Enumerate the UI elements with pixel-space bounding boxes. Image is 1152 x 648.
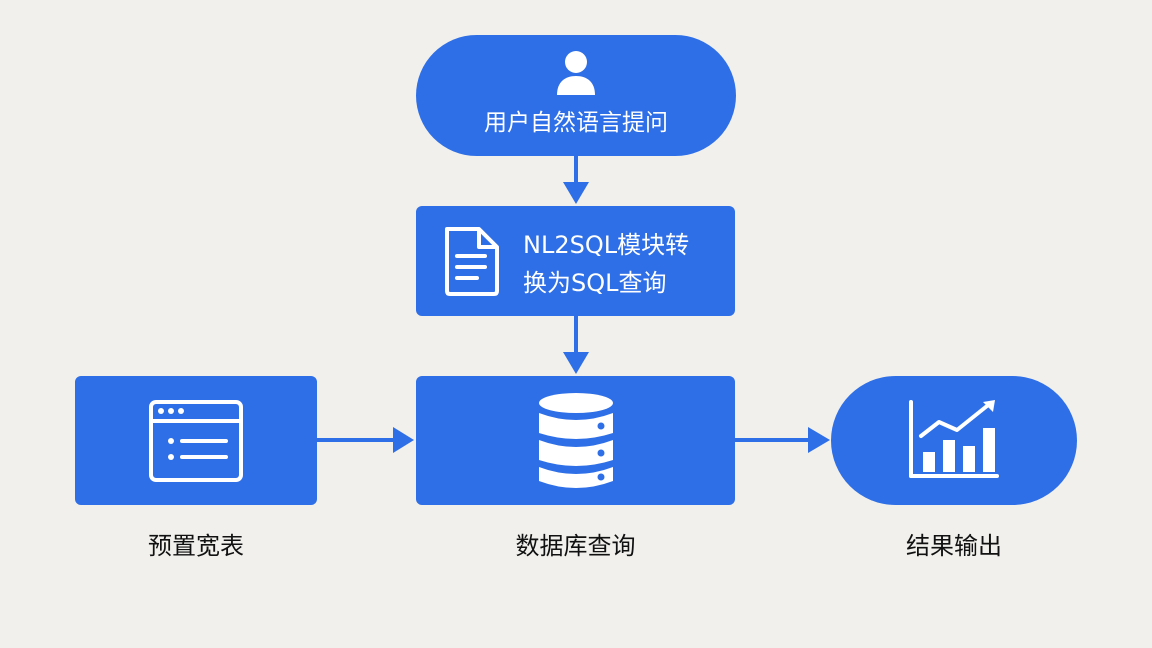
window-list-icon xyxy=(149,400,243,482)
arrow-database-to-result xyxy=(735,427,830,453)
document-icon xyxy=(445,227,499,296)
arrow-table-to-database xyxy=(317,427,414,453)
database-caption: 数据库查询 xyxy=(515,532,636,560)
nl2sql-label: NL2SQL模块转 换为SQL查询 xyxy=(523,226,689,302)
user-question-node: 用户自然语言提问 xyxy=(416,35,736,156)
nl2sql-label-line1: NL2SQL模块转 xyxy=(523,231,690,259)
nl2sql-node: NL2SQL模块转 换为SQL查询 xyxy=(416,206,735,316)
arrow-user-to-nl2sql xyxy=(563,156,589,204)
wide-table-node xyxy=(75,376,317,505)
nl2sql-label-line2: 换为SQL查询 xyxy=(523,269,667,297)
database-icon xyxy=(539,393,613,488)
user-question-label: 用户自然语言提问 xyxy=(484,110,668,136)
database-node xyxy=(416,376,735,505)
bar-chart-growth-icon xyxy=(909,400,999,478)
result-node xyxy=(831,376,1077,505)
wide-table-caption: 预置宽表 xyxy=(148,532,244,560)
result-caption: 结果输出 xyxy=(906,532,1002,560)
user-icon xyxy=(557,51,595,95)
arrow-nl2sql-to-database xyxy=(563,316,589,374)
